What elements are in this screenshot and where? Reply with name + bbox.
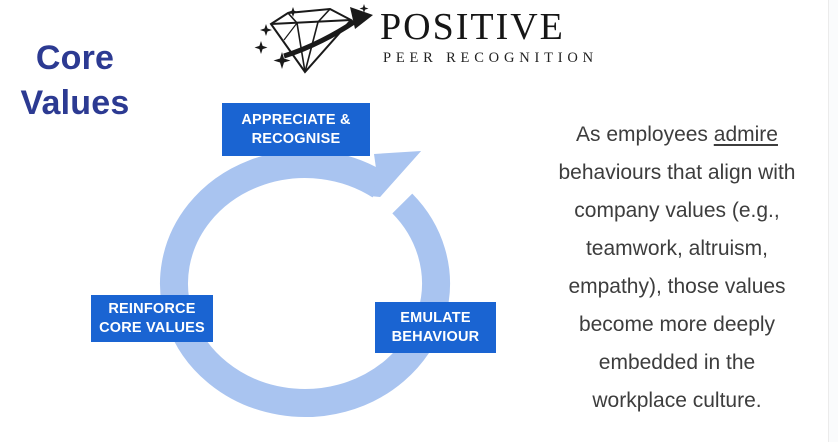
cycle-step-appreciate-recognise: APPRECIATE & RECOGNISE bbox=[222, 103, 370, 156]
brand-name: POSITIVE bbox=[380, 6, 565, 48]
paragraph-line: company values (e.g., bbox=[574, 199, 780, 222]
paragraph-line: empathy), those values bbox=[568, 275, 786, 298]
brand-logo: POSITIVE PEER RECOGNITION bbox=[254, 0, 598, 80]
cycle-step-reinforce-core-values: REINFORCE CORE VALUES bbox=[91, 295, 213, 342]
underlined-word: admire bbox=[713, 123, 778, 146]
brand-tagline: PEER RECOGNITION bbox=[383, 50, 598, 66]
cycle-step-emulate-behaviour: EMULATE BEHAVIOUR bbox=[375, 302, 496, 353]
description-paragraph: As employees admire behaviours that alig… bbox=[527, 116, 827, 420]
paragraph-line: workplace culture. bbox=[592, 389, 762, 412]
paragraph-line: As employees admire bbox=[527, 116, 827, 154]
page-edge-strip bbox=[828, 0, 838, 442]
cycle-step-label: APPRECIATE & RECOGNISE bbox=[241, 111, 351, 147]
cycle-arrow-icon bbox=[160, 150, 450, 418]
cycle-step-label: REINFORCE CORE VALUES bbox=[99, 300, 205, 336]
cycle-step-label: EMULATE BEHAVIOUR bbox=[391, 309, 480, 345]
page-title: Core Values bbox=[20, 39, 130, 122]
paragraph-text: As employees bbox=[576, 123, 714, 146]
paragraph-line: embedded in the bbox=[598, 351, 756, 374]
paragraph-line: teamwork, altruism, bbox=[585, 237, 769, 260]
paragraph-line: become more deeply bbox=[578, 313, 776, 336]
diamond-sparkle-logo-icon bbox=[254, 4, 373, 74]
paragraph-line: behaviours that align with bbox=[558, 161, 796, 184]
brand-logo-text: POSITIVE PEER RECOGNITION bbox=[380, 0, 598, 67]
